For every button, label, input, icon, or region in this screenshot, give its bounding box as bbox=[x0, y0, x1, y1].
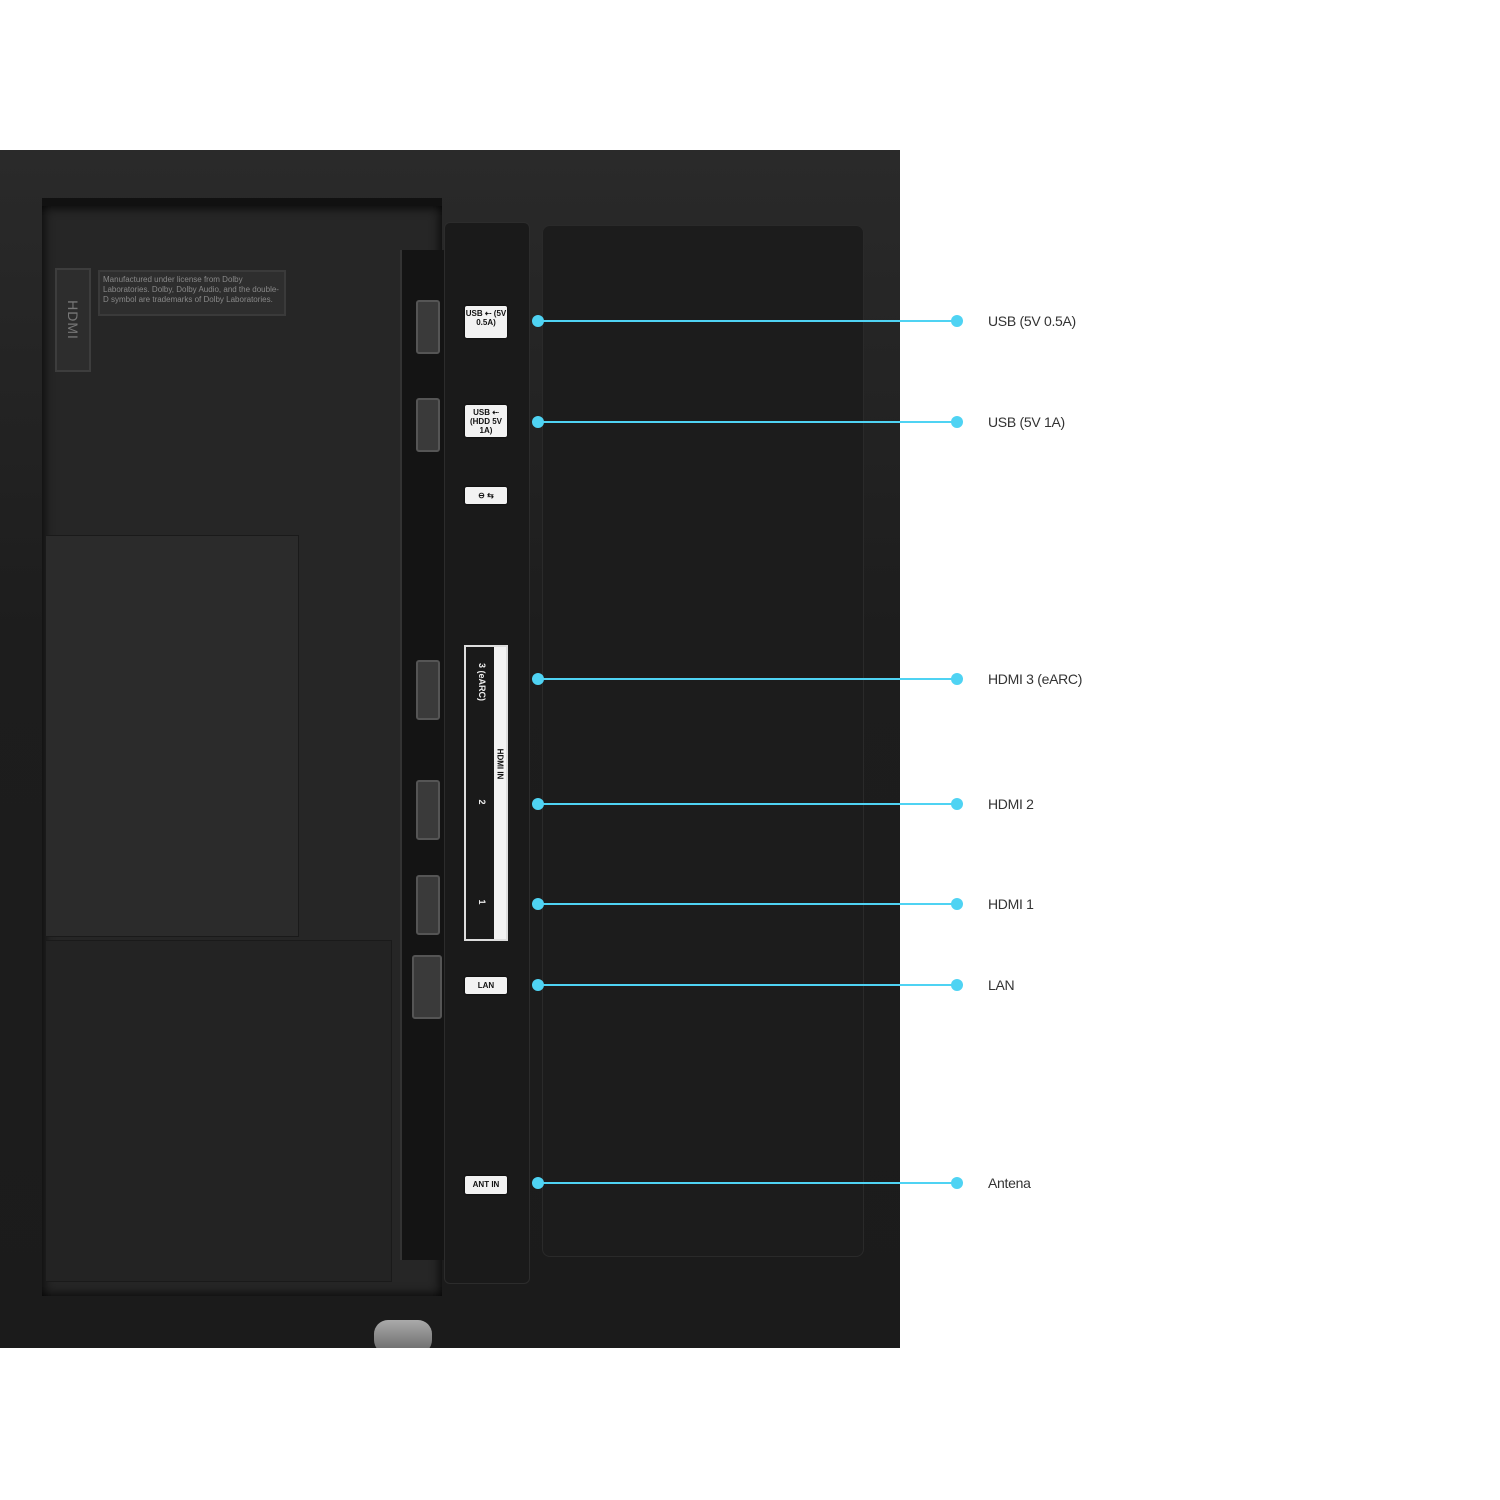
hdmi-port bbox=[416, 780, 440, 840]
label-hdmi1: HDMI 1 bbox=[988, 896, 1034, 912]
callout-line-antenna bbox=[532, 1177, 963, 1189]
hdmi-logo-text: HDMI bbox=[65, 300, 81, 340]
callout-line-usb1 bbox=[532, 315, 963, 327]
panel-plate bbox=[45, 940, 392, 1282]
hdmi2-tag-text: 2 bbox=[477, 799, 487, 805]
usb-port bbox=[416, 300, 440, 354]
hdmi-port bbox=[416, 875, 440, 935]
ant-tag: ANT IN bbox=[465, 1176, 507, 1194]
usb-tag: USB ⇠ (HDD 5V 1A) bbox=[465, 405, 507, 437]
callout-line-hdmi3 bbox=[532, 673, 963, 685]
usb-tag: USB ⇠ (5V 0.5A) bbox=[465, 306, 507, 338]
lan-tag: LAN bbox=[465, 977, 507, 994]
label-usb-05a: USB (5V 0.5A) bbox=[988, 313, 1076, 329]
dolby-notice: Manufactured under license from Dolby La… bbox=[98, 270, 286, 316]
jack-strip bbox=[400, 250, 444, 1260]
hdmi-logo: HDMI bbox=[55, 268, 91, 372]
callout-line-lan bbox=[532, 979, 963, 991]
antenna-connector bbox=[374, 1320, 432, 1348]
lan-port bbox=[412, 955, 442, 1019]
label-usb-1a: USB (5V 1A) bbox=[988, 414, 1065, 430]
hdmi-tag: HDMI IN 3 (eARC) 2 1 bbox=[464, 645, 508, 941]
label-hdmi2: HDMI 2 bbox=[988, 796, 1034, 812]
callout-line-hdmi1 bbox=[532, 898, 963, 910]
ir-tag: ⊖ ⇆ bbox=[465, 487, 507, 504]
hdmi3-tag-text: 3 (eARC) bbox=[477, 662, 487, 701]
usb-port bbox=[416, 398, 440, 452]
tv-rear-panel-photo: HDMI Manufactured under license from Dol… bbox=[0, 150, 900, 1348]
label-lan: LAN bbox=[988, 977, 1015, 993]
label-antenna: Antena bbox=[988, 1175, 1031, 1191]
hdmi-port bbox=[416, 660, 440, 720]
hdmi1-tag-text: 1 bbox=[477, 899, 487, 905]
back-cover-panel bbox=[542, 225, 864, 1257]
hdmi-in-text: HDMI IN bbox=[495, 748, 505, 780]
label-hdmi3: HDMI 3 (eARC) bbox=[988, 671, 1083, 687]
callout-line-usb2 bbox=[532, 416, 963, 428]
callout-line-hdmi2 bbox=[532, 798, 963, 810]
panel-plate bbox=[45, 535, 299, 937]
